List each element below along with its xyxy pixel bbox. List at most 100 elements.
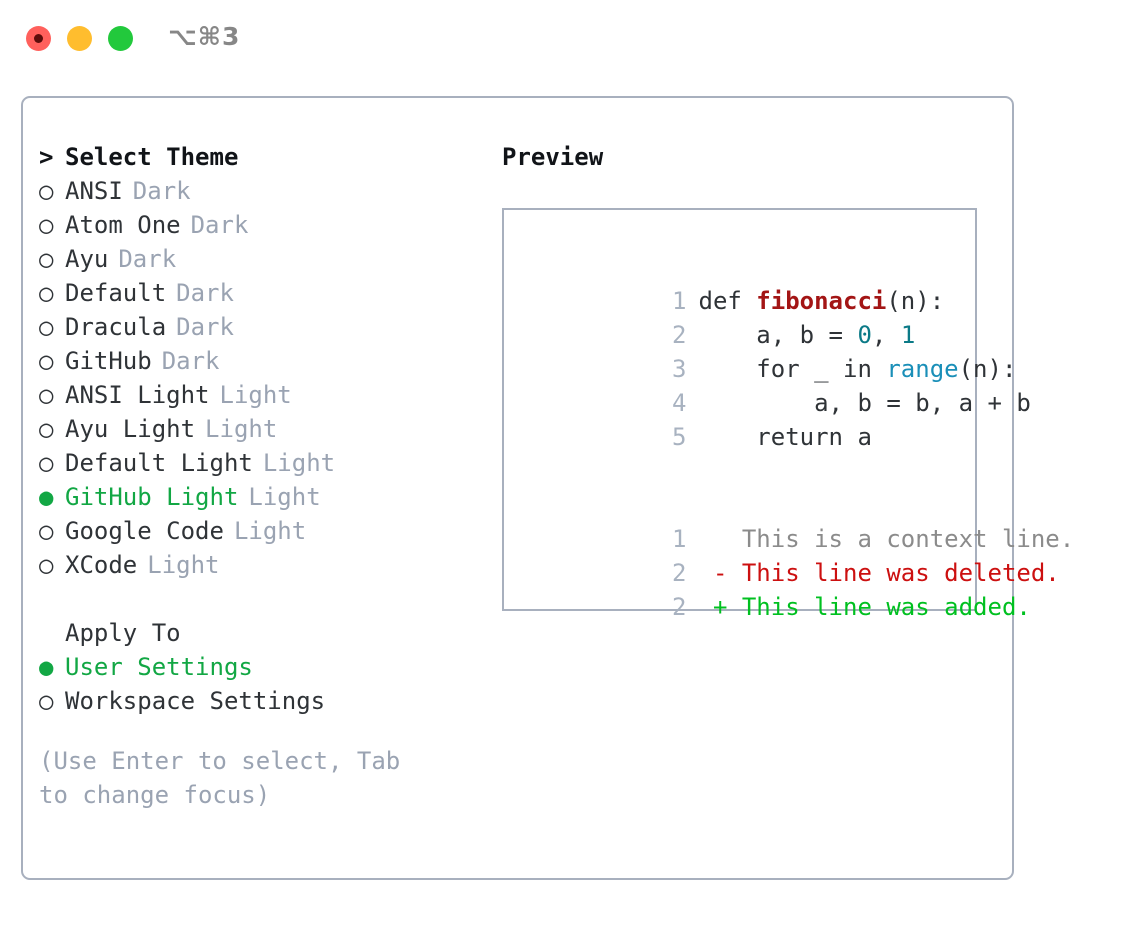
radio-icon: ○ bbox=[39, 551, 54, 579]
theme-list-item[interactable]: ○ GitHub Dark bbox=[39, 344, 469, 378]
diff-sign bbox=[699, 525, 742, 553]
line-number: 1 bbox=[672, 287, 687, 315]
theme-list-item[interactable]: ○ ANSI Dark bbox=[39, 174, 469, 208]
theme-list-item[interactable]: ○ ANSI Light Light bbox=[39, 378, 469, 412]
apply-to-option-label: User Settings bbox=[65, 653, 253, 681]
theme-name: Ayu Light bbox=[65, 415, 196, 443]
theme-variant: Light bbox=[205, 415, 278, 443]
line-number: 3 bbox=[672, 355, 687, 383]
code-token: (n): bbox=[886, 287, 945, 315]
radio-icon: ○ bbox=[39, 279, 54, 307]
code-token: return a bbox=[698, 423, 872, 451]
theme-list-item[interactable]: ○ Atom One Dark bbox=[39, 208, 469, 242]
theme-list-item[interactable]: ○ Default Light Light bbox=[39, 446, 469, 480]
radio-icon: ○ bbox=[39, 449, 54, 477]
theme-variant: Dark bbox=[176, 279, 234, 307]
theme-name: Google Code bbox=[65, 517, 224, 545]
keyboard-hint-text: (Use Enter to select, Tab to change focu… bbox=[39, 747, 401, 809]
theme-name: ANSI bbox=[65, 177, 123, 205]
code-token: a, b = bbox=[698, 321, 858, 349]
theme-variant: Dark bbox=[132, 177, 191, 205]
theme-list-item[interactable]: ○ Default Dark bbox=[39, 276, 469, 310]
diff-line-added: 2 + This line was added. bbox=[514, 556, 1031, 621]
radio-icon: ○ bbox=[39, 381, 54, 409]
theme-name: ANSI Light bbox=[65, 381, 210, 409]
apply-to-option-workspace-settings[interactable]: ○ Workspace Settings bbox=[39, 684, 469, 718]
diff-sign: - bbox=[698, 559, 742, 587]
diff-line-context: 1 This is a context line. bbox=[514, 488, 1074, 553]
theme-name: XCode bbox=[65, 551, 138, 579]
line-number: 5 bbox=[672, 423, 687, 451]
theme-list-item[interactable]: ○ XCode Light bbox=[39, 548, 469, 582]
theme-name: GitHub Light bbox=[65, 483, 239, 511]
preview-title: Preview bbox=[502, 143, 604, 171]
maximize-button[interactable] bbox=[108, 26, 133, 51]
diff-sign: + bbox=[698, 593, 742, 621]
traffic-lights bbox=[26, 26, 133, 51]
radio-icon: ○ bbox=[39, 687, 54, 715]
line-number: 2 bbox=[672, 593, 687, 621]
select-theme-label: Select Theme bbox=[65, 143, 239, 171]
code-line: 2 a, b = 0, 1 bbox=[514, 284, 975, 349]
theme-list-item[interactable]: ○ Dracula Dark bbox=[39, 310, 469, 344]
minimize-button[interactable] bbox=[67, 26, 92, 51]
prompt-arrow-icon: > bbox=[39, 143, 54, 171]
code-line: 5 return a bbox=[514, 386, 975, 451]
line-number: 2 bbox=[672, 559, 687, 587]
radio-icon: ○ bbox=[39, 313, 54, 341]
theme-variant: Light bbox=[262, 449, 336, 477]
theme-name: Default bbox=[65, 279, 167, 307]
diff-text: This line was added. bbox=[741, 593, 1031, 621]
theme-variant: Dark bbox=[190, 211, 249, 239]
radio-icon: ○ bbox=[39, 245, 54, 273]
diff-line-deleted: 2 - This line was deleted. bbox=[514, 522, 1060, 587]
radio-icon: ○ bbox=[39, 517, 54, 545]
code-token: a, b = b, a + b bbox=[698, 389, 1031, 417]
theme-name: GitHub bbox=[65, 347, 152, 375]
code-line: 4 a, b = b, a + b bbox=[514, 352, 1031, 417]
code-token-call: range bbox=[886, 355, 959, 383]
theme-variant: Dark bbox=[118, 245, 177, 273]
line-number: 4 bbox=[672, 389, 687, 417]
code-token-number: 1 bbox=[900, 321, 916, 349]
apply-to-option-user-settings[interactable]: ●User Settings bbox=[39, 650, 469, 684]
title-bar: ⌥⌘3 bbox=[0, 0, 1140, 78]
theme-name: Dracula bbox=[65, 313, 167, 341]
theme-variant: Light bbox=[147, 551, 220, 579]
theme-list-item[interactable]: ○ Google Code Light bbox=[39, 514, 469, 548]
theme-variant: Dark bbox=[176, 313, 234, 341]
theme-variant: Light bbox=[248, 483, 321, 511]
theme-name: Default Light bbox=[65, 449, 253, 477]
code-token: for _ in bbox=[698, 355, 887, 383]
theme-variant: Light bbox=[233, 517, 307, 545]
radio-icon: ○ bbox=[39, 211, 54, 239]
diff-text: This is a context line. bbox=[741, 525, 1075, 553]
code-token-function: fibonacci bbox=[756, 287, 887, 315]
code-token: , bbox=[871, 321, 901, 349]
theme-variant: Dark bbox=[161, 347, 220, 375]
diff-text: This line was deleted. bbox=[741, 559, 1060, 587]
theme-name: Ayu bbox=[65, 245, 109, 273]
theme-list-item[interactable]: ○ Ayu Dark bbox=[39, 242, 469, 276]
list-spacer bbox=[39, 582, 469, 616]
code-token: (n): bbox=[958, 355, 1017, 383]
line-number: 1 bbox=[672, 525, 687, 553]
apply-to-option-label: Workspace Settings bbox=[65, 687, 326, 715]
code-line: 3 for _ in range(n): bbox=[514, 318, 1016, 383]
apply-to-header: Apply To bbox=[65, 619, 181, 647]
radio-icon: ○ bbox=[39, 347, 54, 375]
theme-variant: Light bbox=[219, 381, 292, 409]
close-button[interactable] bbox=[26, 26, 51, 51]
theme-name: Atom One bbox=[65, 211, 181, 239]
apply-to-options: ●User Settings ○ Workspace Settings bbox=[39, 650, 469, 718]
radio-icon: ○ bbox=[39, 177, 54, 205]
